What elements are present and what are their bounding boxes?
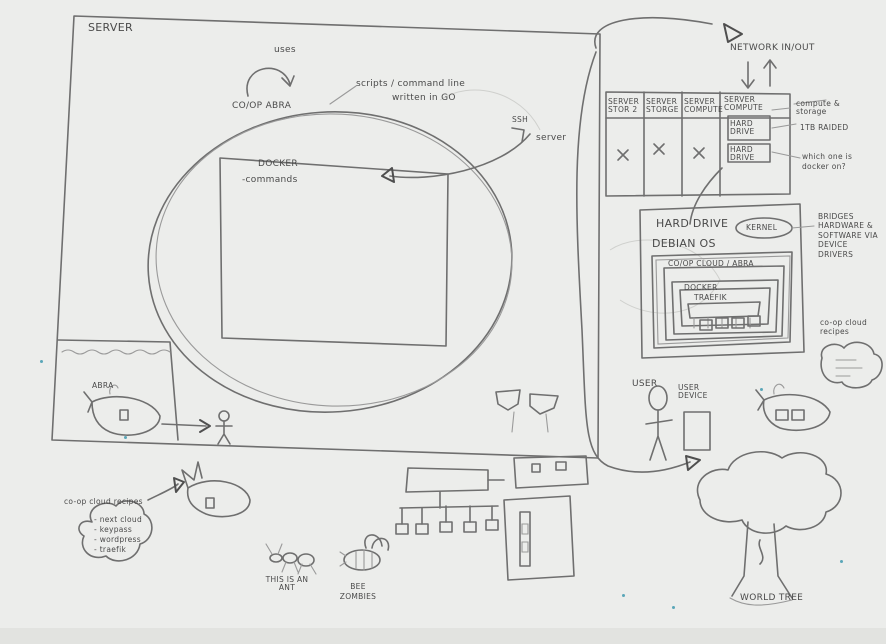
debian-label: DEBIAN OS	[652, 237, 716, 250]
speck	[672, 606, 675, 609]
docker-label: DOCKER	[258, 159, 298, 169]
speck	[760, 388, 763, 391]
network-curve	[594, 16, 713, 49]
rack-col-3: SERVER COMPUTE	[684, 97, 724, 114]
recipes-cloud-left	[78, 500, 153, 562]
bee-icon	[339, 534, 390, 571]
server-box	[51, 15, 601, 459]
whale-icon	[83, 384, 161, 436]
recipes-left-title: co-op cloud recipes	[64, 497, 143, 506]
speck	[840, 560, 843, 563]
rack-col-2: SERVER STORGE	[646, 97, 679, 114]
uses-label: uses	[274, 45, 296, 55]
recipes-arrowhead	[173, 477, 185, 493]
kernel-pointer	[791, 225, 815, 229]
faint-scribble	[439, 89, 541, 131]
bridges-label: BRIDGES HARDWARE & SOFTWARE VIA DEVICE D…	[818, 212, 878, 259]
network-label: NETWORK IN/OUT	[730, 43, 815, 53]
compute-storage-label: compute & storage	[796, 99, 841, 116]
rack-pointers	[771, 107, 801, 159]
rack-col-4: SERVER COMPUTE	[724, 95, 764, 112]
ssh-arrow	[389, 133, 531, 179]
speck	[622, 594, 625, 597]
ant-icon	[265, 543, 317, 575]
hard-drive-title: HARD DRIVE	[656, 217, 729, 230]
rack-col-1: SERVER STOR 2	[608, 97, 640, 114]
abra-whale-label: ABRA	[92, 381, 114, 390]
network-arrowhead	[723, 23, 743, 43]
server-title: SERVER	[88, 21, 133, 34]
user-label: USER	[632, 379, 658, 389]
recipe-item: - traefik	[94, 545, 127, 554]
ant-label: THIS IS AN ANT	[265, 575, 309, 592]
hard-drive-a-label: HARD DRIVE	[730, 119, 755, 136]
user-device-label: USER DEVICE	[678, 383, 708, 400]
whale-arrow	[161, 423, 207, 427]
person-icon	[215, 410, 233, 445]
abra-circle	[147, 111, 513, 413]
written-label: written in GO	[392, 93, 456, 103]
docker-box	[219, 157, 449, 347]
world-tree-icon	[696, 450, 842, 606]
recipes-right-label: co-op cloud recipes	[820, 318, 868, 337]
world-tree-label: WORLD TREE	[740, 593, 804, 603]
rack-to-panel-line	[689, 167, 723, 225]
recipe-item: - keypass	[94, 525, 133, 534]
which-one-label: which one is docker on?	[802, 152, 853, 171]
uses-arrow	[246, 67, 291, 97]
ssh-label: SSH	[512, 115, 529, 124]
whale-arrowhead	[199, 419, 211, 433]
coop-cloud-label: CO/OP CLOUD / ABRA	[668, 259, 754, 268]
server-rack	[605, 91, 791, 197]
bee-label: BEE ZOMBIES	[339, 582, 377, 601]
user-arrowhead	[685, 455, 701, 471]
net-in-arrow	[741, 61, 755, 89]
container-icons	[495, 389, 559, 433]
ssh-server-label: server	[536, 133, 567, 143]
user-figure	[645, 385, 673, 461]
docker-panel-label: DOCKER	[684, 283, 718, 292]
docker-commands-label: -commands	[242, 175, 298, 185]
hard-drive-panel	[639, 203, 805, 359]
coop-abra-label: CO/OP ABRA	[232, 101, 292, 111]
traefik-label: TRAEFIK	[694, 293, 727, 302]
hard-drive-b-label: HARD DRIVE	[730, 145, 755, 162]
recipes-cloud-right	[820, 341, 883, 389]
ssh-tip	[511, 127, 525, 143]
hierarchy-diagram	[395, 455, 589, 581]
faint-scribble	[609, 239, 721, 314]
net-out-arrow	[763, 59, 777, 87]
recipes-arrow	[147, 483, 179, 501]
uses-arrowhead	[281, 75, 295, 87]
scripts-label: scripts / command line	[356, 79, 466, 89]
speck	[124, 436, 127, 439]
speck	[40, 360, 43, 363]
kernel-label: KERNEL	[746, 223, 778, 232]
whale-bottom-icon	[181, 461, 251, 518]
ssh-arrowhead	[381, 167, 395, 183]
whale-small-icon	[755, 383, 831, 432]
network-to-user-curve	[576, 51, 691, 473]
tb-raided-label: 1TB RAIDED	[800, 123, 849, 132]
user-device-icon	[683, 411, 711, 451]
recipe-item: - wordpress	[94, 535, 141, 544]
recipe-item: - next cloud	[94, 515, 142, 524]
